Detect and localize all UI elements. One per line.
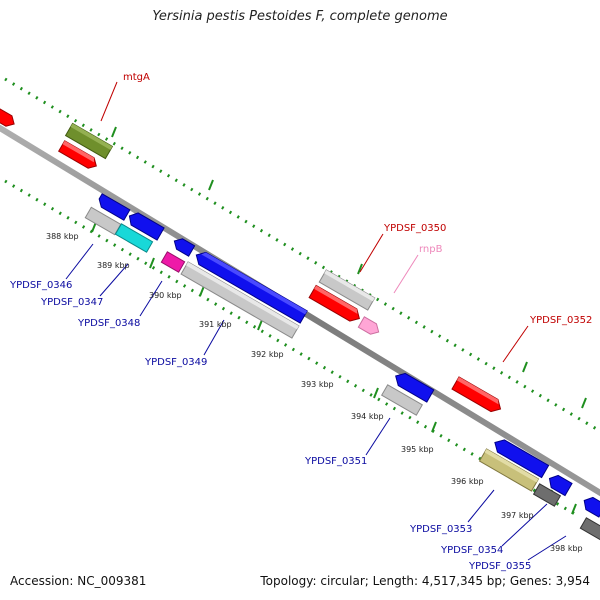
gene-YPDSF_0347[interactable] (114, 223, 154, 253)
gene-rnpB[interactable] (357, 316, 381, 337)
gene-blue-0351a[interactable] (392, 370, 435, 403)
kbp-label-393: 393 kbp (301, 380, 334, 389)
gene-label-rnpB[interactable]: rnpB (419, 244, 443, 255)
kbp-label-391: 391 kbp (199, 320, 232, 329)
gene-red-0350b[interactable] (308, 284, 363, 324)
gene-label-YPDSF_0355[interactable]: YPDSF_0355 (468, 561, 531, 572)
outer-tick-track (4, 77, 600, 433)
gene-blue-right[interactable] (581, 494, 600, 518)
gene-mtgA[interactable] (64, 122, 114, 160)
gene-blue-b[interactable] (126, 210, 165, 241)
gene-red-2[interactable] (57, 140, 100, 171)
gene-YPDSF_0352[interactable] (451, 376, 504, 415)
outer-major-ticks (111, 126, 587, 409)
gene-label-YPDSF_0352[interactable]: YPDSF_0352 (529, 315, 592, 326)
gene-label-YPDSF_0353[interactable]: YPDSF_0353 (409, 524, 472, 535)
kbp-label-389: 389 kbp (97, 261, 130, 270)
kbp-label-388: 388 kbp (46, 232, 79, 241)
kbp-label-395: 395 kbp (401, 445, 434, 454)
gene-blue-0354a[interactable] (546, 472, 573, 497)
gene-YPDSF_0355[interactable] (579, 517, 600, 541)
gene-blue-long[interactable] (193, 249, 308, 324)
gene-YPDSF_0348[interactable] (160, 251, 186, 273)
kbp-label-397: 397 kbp (501, 511, 534, 520)
kbp-label-394: 394 kbp (351, 412, 384, 421)
gene-blue-0353a[interactable] (491, 436, 550, 479)
callout-lines (65, 81, 567, 561)
kbp-label-392: 392 kbp (251, 350, 284, 359)
gene-YPDSF_0353[interactable] (478, 448, 540, 492)
gene-YPDSF_0350[interactable] (318, 269, 376, 311)
gene-blue-a[interactable] (96, 193, 131, 221)
gene-label-YPDSF_0354[interactable]: YPDSF_0354 (440, 545, 503, 556)
gene-YPDSF_0349[interactable] (180, 261, 300, 339)
gene-label-YPDSF_0347[interactable]: YPDSF_0347 (40, 297, 103, 308)
gene-label-YPDSF_0349[interactable]: YPDSF_0349 (144, 357, 207, 368)
gene-label-mtgA[interactable]: mtgA (123, 72, 150, 83)
kbp-label-398: 398 kbp (550, 544, 583, 553)
gene-label-YPDSF_0350[interactable]: YPDSF_0350 (383, 223, 446, 234)
kbp-label-396: 396 kbp (451, 477, 484, 486)
gene-label-YPDSF_0346[interactable]: YPDSF_0346 (9, 280, 72, 291)
gene-leftedge-red[interactable] (0, 106, 17, 129)
gene-label-YPDSF_0351[interactable]: YPDSF_0351 (304, 456, 367, 467)
topology-summary: Topology: circular; Length: 4,517,345 bp… (260, 574, 590, 588)
kbp-label-390: 390 kbp (149, 291, 182, 300)
genome-title: Yersinia pestis Pestoides F, complete ge… (152, 9, 448, 24)
accession-label: Accession: NC_009381 (10, 574, 147, 588)
gene-YPDSF_0346[interactable] (84, 206, 122, 236)
gene-label-YPDSF_0348[interactable]: YPDSF_0348 (77, 318, 140, 329)
gene-YPDSF_0354[interactable] (532, 483, 562, 507)
gene-blue-c[interactable] (171, 236, 196, 257)
gene-YPDSF_0351[interactable] (380, 384, 424, 416)
